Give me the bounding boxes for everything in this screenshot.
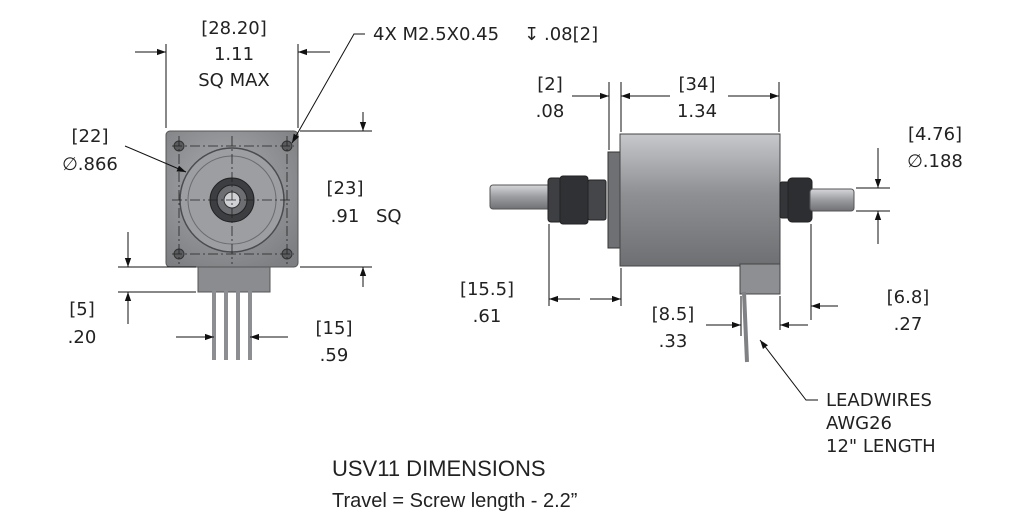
right-shaft <box>809 188 855 212</box>
width-mm-text: [28.20] <box>201 18 267 39</box>
side-view: [2] .08 [34] 1.34 [4.76] ∅.188 [15.5] .6… <box>460 74 963 457</box>
square-mm-text: [23] <box>327 178 364 199</box>
lead-pos-in-text: .33 <box>659 331 688 352</box>
side-leadwire <box>742 291 749 363</box>
right-ext-in-text: .27 <box>894 314 923 335</box>
side-body <box>619 133 781 267</box>
left-shaft <box>489 184 553 210</box>
shaft-diam-in-text: ∅.188 <box>907 151 963 172</box>
lead-mm-text: [15] <box>316 318 353 339</box>
right-ext-mm-text: [6.8] <box>887 287 930 308</box>
offset-mm-text: [5] <box>69 299 95 320</box>
square-in-text: .91 <box>331 206 360 227</box>
front-view: [28.20] 1.11 SQ MAX 4X M2.5X0.45 ↧ .08[2… <box>62 18 598 366</box>
leadwires-line1: LEADWIRES <box>826 390 932 411</box>
hole-callout-text: 4X M2.5X0.45 <box>373 24 499 45</box>
diameter-in-text: ∅.866 <box>62 154 118 175</box>
width-note-text: SQ MAX <box>198 70 270 91</box>
lead-in-text: .59 <box>320 345 349 366</box>
left-ext-mm-text: [15.5] <box>460 279 514 300</box>
leadwires-line2: AWG26 <box>826 413 892 434</box>
shaft-diam-mm-text: [4.76] <box>908 124 962 145</box>
drawing-title: USV11 DIMENSIONS <box>332 456 546 481</box>
front-leadwires <box>212 290 252 360</box>
flange-in-text: .08 <box>536 101 565 122</box>
body-mm-text: [34] <box>679 74 716 95</box>
body-in-text: 1.34 <box>677 101 717 122</box>
lead-pos-mm-text: [8.5] <box>652 304 695 325</box>
left-ext-in-text: .61 <box>473 306 502 327</box>
offset-in-text: .20 <box>68 327 97 348</box>
side-lead-block <box>739 263 781 295</box>
drawing-subtitle: Travel = Screw length - 2.2” <box>332 490 577 512</box>
diameter-mm-text: [22] <box>72 126 109 147</box>
flange-mm-text: [2] <box>537 74 563 95</box>
leadwires-line3: 12" LENGTH <box>826 436 936 457</box>
width-in-text: 1.11 <box>214 44 254 65</box>
hole-depth-text: .08[2] <box>544 24 598 45</box>
hole-depth-symbol: ↧ <box>524 24 539 45</box>
square-note-text: SQ <box>376 206 402 227</box>
